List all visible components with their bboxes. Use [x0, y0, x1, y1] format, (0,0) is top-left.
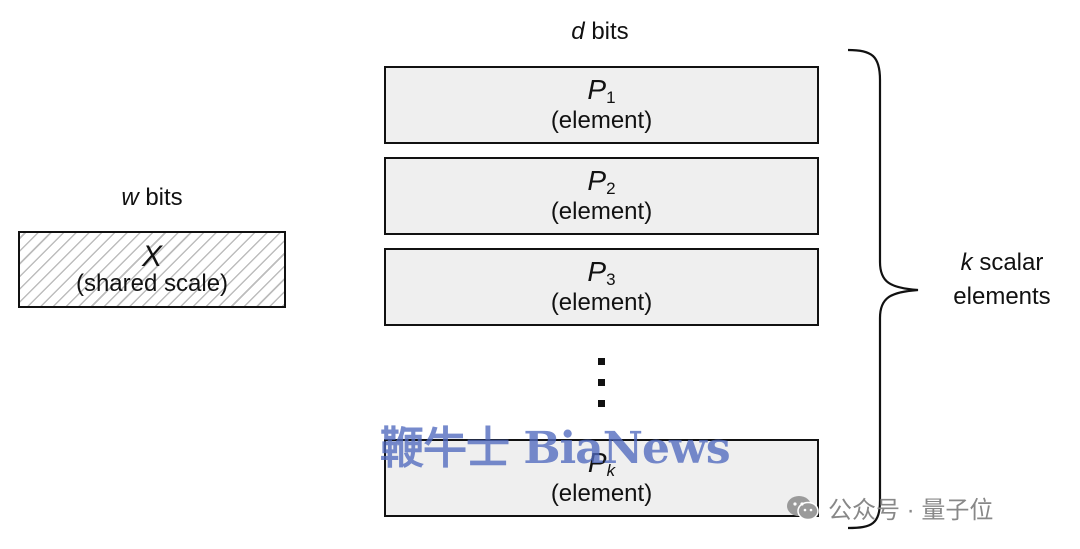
element-width-var: d [571, 18, 585, 45]
shared-scale-box: X (shared scale) [18, 231, 286, 308]
element-symbol: P2 [587, 165, 616, 199]
element-description: (element) [550, 480, 653, 507]
element-box-k: Pk (element) [384, 439, 819, 517]
scale-width-label: w bits [92, 184, 212, 212]
brace-label-var: k [960, 249, 973, 276]
curly-brace-path [847, 48, 919, 530]
element-box-3: P3 (element) [384, 248, 819, 326]
element-width-label: d bits [540, 18, 660, 46]
shared-scale-symbol: X [141, 239, 162, 273]
element-symbol: P3 [587, 256, 616, 290]
element-width-unit: bits [591, 18, 629, 45]
source-text: 公众号 · 量子位 [828, 497, 994, 524]
ellipsis-dot [598, 358, 605, 365]
scale-width-var: w [121, 184, 139, 211]
brace-label-line1: k scalar [960, 249, 1044, 276]
wechat-icon [787, 495, 819, 520]
element-description: (element) [550, 107, 653, 134]
element-symbol: P1 [587, 74, 616, 108]
element-box-2: P2 (element) [384, 157, 819, 235]
element-box-1: P1 (element) [384, 66, 819, 144]
element-description: (element) [550, 289, 653, 316]
shared-scale-description: (shared scale) [75, 269, 229, 297]
element-description: (element) [550, 198, 653, 225]
wechat-source-tag: 公众号 · 量子位 [786, 490, 993, 525]
ellipsis-dot [598, 400, 605, 407]
ellipsis-dot [598, 379, 605, 386]
scale-width-unit: bits [145, 184, 183, 211]
vertical-ellipsis [598, 358, 608, 421]
element-symbol: Pk [587, 447, 616, 481]
brace-label-line2: elements [953, 283, 1051, 310]
bianews-watermark: 鞭牛士 BiaNews [380, 423, 731, 474]
brace-label: k scalar elements [932, 246, 1072, 314]
